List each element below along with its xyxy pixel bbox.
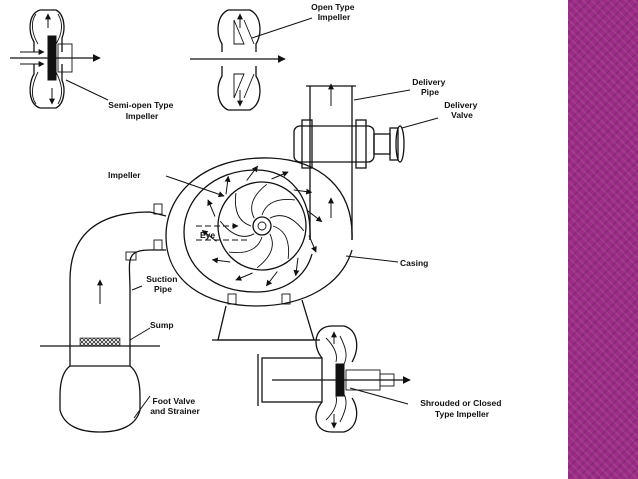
impeller-vane — [256, 233, 273, 269]
flow-arrow — [308, 235, 317, 253]
impeller-wheel — [165, 165, 323, 287]
centrifugal-pump-diagram: Open Type Impeller Semi-open Type Impell… — [10, 2, 504, 433]
pump-casing — [165, 157, 399, 341]
label-delivery-pipe: Delivery Pipe — [412, 77, 447, 97]
label-open-type-impeller: Open Type Impeller — [311, 2, 357, 22]
label-shrouded-impeller: Shrouded or Closed Type Impeller — [420, 398, 504, 419]
flow-arrow — [201, 230, 217, 242]
label-casing: Casing — [400, 258, 428, 268]
impeller-vane — [229, 236, 263, 254]
label-eye: Eye — [200, 230, 215, 240]
label-delivery-valve: Delivery Valve — [444, 100, 479, 120]
flow-arrow — [207, 199, 216, 217]
impeller-vane — [234, 193, 252, 227]
flow-arrow — [211, 257, 231, 264]
label-suction-pipe: Suction Pipe — [146, 274, 180, 294]
label-sump: Sump — [150, 320, 174, 330]
flow-arrow — [293, 188, 313, 195]
suction-pipe — [69, 203, 167, 366]
open-impeller-figure — [190, 9, 313, 111]
flow-arrow — [246, 165, 258, 181]
sump — [40, 327, 160, 347]
flow-arrow — [271, 171, 289, 180]
delivery-valve — [293, 117, 439, 169]
flow-arrow — [266, 271, 278, 287]
flow-arrow — [293, 257, 300, 277]
shrouded-impeller-figure — [257, 325, 411, 433]
flow-arrow — [235, 272, 253, 281]
label-impeller: Impeller — [108, 170, 141, 180]
foot-valve-strainer — [59, 365, 151, 433]
impeller-vane — [219, 220, 255, 237]
flow-arrow — [307, 210, 323, 222]
flow-arrow — [224, 175, 231, 195]
impeller-vane — [272, 225, 290, 259]
impeller-vane — [269, 215, 305, 232]
label-foot-valve-strainer: Foot Valve and Strainer — [150, 396, 200, 416]
delivery-pipe — [306, 83, 411, 240]
semi-open-impeller-figure — [10, 9, 109, 109]
impeller-vane — [261, 198, 295, 216]
impeller-vane — [251, 183, 268, 219]
label-semi-open-type-impeller: Semi-open Type Impeller — [108, 100, 175, 121]
decorative-side-band — [568, 0, 638, 479]
